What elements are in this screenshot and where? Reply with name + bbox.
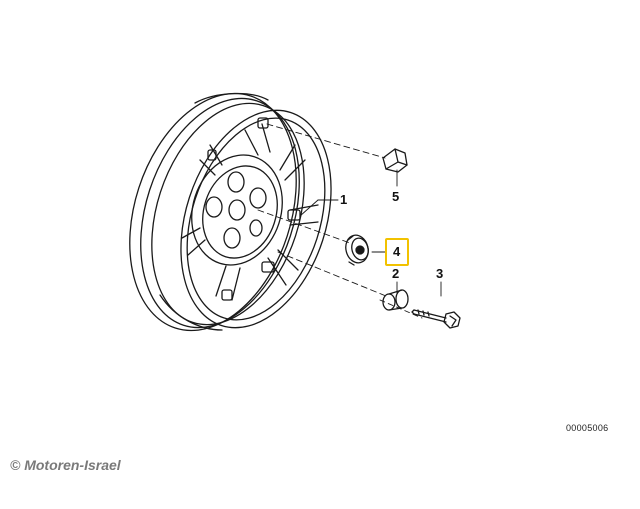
part-number-1: 1 — [340, 192, 348, 207]
part-number-2: 2 — [392, 266, 400, 281]
wheel — [129, 92, 332, 332]
part-number-4-highlight[interactable]: 4 — [385, 238, 409, 266]
part-3-bolt — [411, 309, 461, 329]
part-number-4: 4 — [393, 244, 401, 259]
part-2-spacer — [382, 289, 409, 311]
leader-lines — [257, 123, 442, 319]
part-number-3: 3 — [436, 266, 444, 281]
part-4-hub-cap — [345, 234, 369, 266]
part-number-5: 5 — [392, 189, 400, 204]
copyright-watermark: © Motoren-Israel — [10, 457, 121, 473]
part-5-plug — [382, 148, 408, 173]
diagram-reference-number: 00005006 — [566, 423, 609, 433]
